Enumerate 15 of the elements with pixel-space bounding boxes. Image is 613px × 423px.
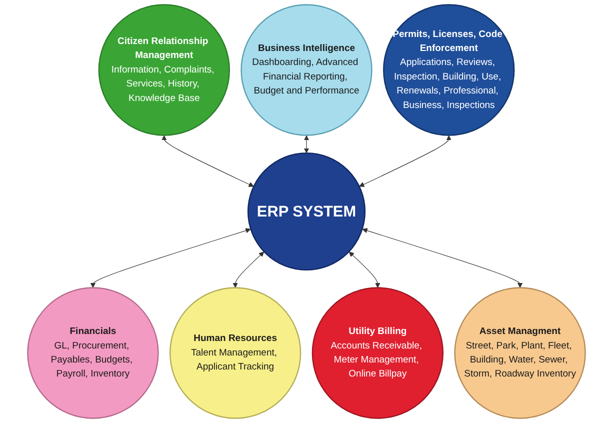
arrow bbox=[362, 228, 523, 288]
arrow bbox=[90, 228, 251, 288]
arrow bbox=[359, 135, 452, 187]
node-circle: Utility Billing Accounts Receivable, Meter Management, Online Billpay bbox=[312, 287, 444, 419]
node-circle: Financials GL, Procurement, Payables, Budgets, Payroll, Inventory bbox=[27, 287, 159, 419]
node-circle: Business Intelligence Dashboarding, Advanced Financial Reporting, Budget and Performance bbox=[240, 4, 372, 136]
node-circle: Asset Managment Street, Park, Plant, Fleet, Building, Water, Sewer, Storm, Roadway Inventory bbox=[454, 287, 586, 419]
node-circle: Citizen Relationship Management Information, Complaints, Services, History, Knowledge Base bbox=[98, 4, 230, 136]
arrow bbox=[304, 135, 310, 154]
node-circle: Human Resources Talent Management, Applicant Tracking bbox=[169, 287, 302, 419]
node-circle: ERP SYSTEM bbox=[247, 152, 366, 271]
arrow bbox=[348, 252, 380, 288]
node-circle: Permits, Licenses, Code Enforcement Applications, Reviews, Inspection, Building, Use, Renewals, Professional, Business, Inspections bbox=[383, 4, 515, 136]
arrow bbox=[162, 135, 254, 187]
arrow bbox=[232, 252, 264, 288]
